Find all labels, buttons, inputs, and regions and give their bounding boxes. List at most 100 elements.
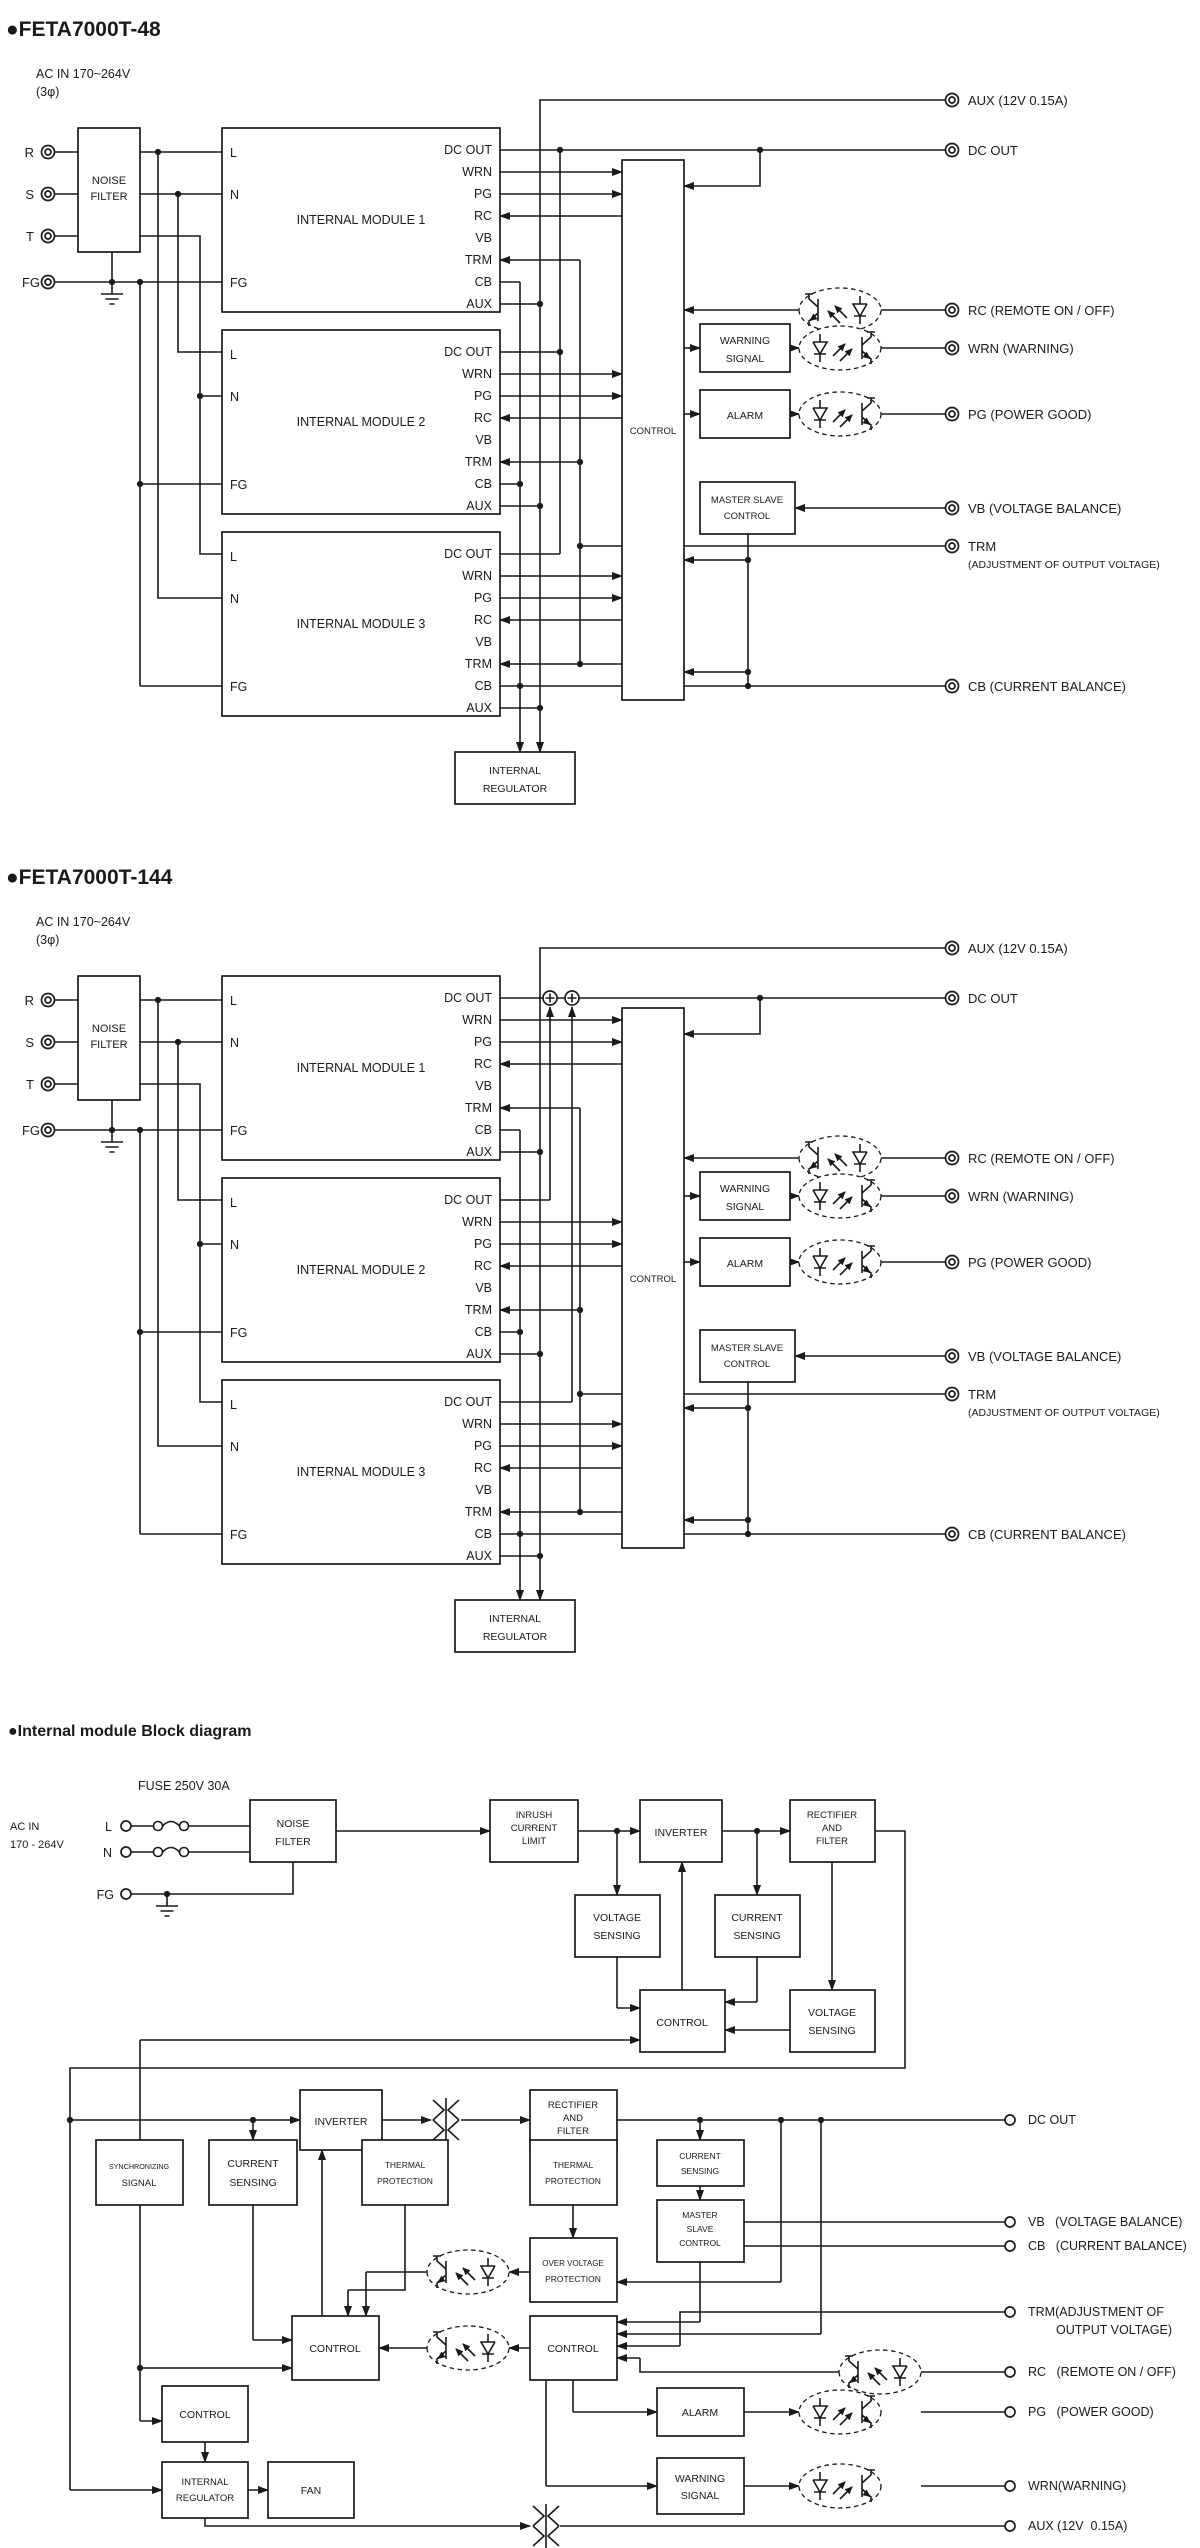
m2-pin-l: L — [230, 1196, 237, 1210]
s3-optocoupler-wrn — [799, 2464, 881, 2508]
noise-filter-box — [77, 127, 141, 253]
s3-pin-l: L — [105, 1820, 112, 1834]
m3-label: INTERNAL MODULE 3 — [297, 617, 426, 631]
control-label: CONTROL — [630, 1274, 676, 1285]
terminal-trm-label: TRM — [968, 1387, 996, 1402]
over-voltage-protection-box — [529, 2237, 618, 2303]
inrush-current-limit-box — [489, 1799, 579, 1863]
terminal-wrn-label: WRN (WARNING) — [968, 341, 1074, 356]
m2-pin-n: N — [230, 390, 239, 404]
section-title: ●FETA7000T-48 — [6, 18, 161, 41]
fan-label: FAN — [301, 2485, 321, 2497]
synchronizing-signal-box — [95, 2139, 184, 2206]
s3-arrow-wiring — [70, 1827, 836, 2530]
rf1-label1: RECTIFIER — [807, 1810, 857, 1821]
warning-signal-box — [699, 1171, 791, 1221]
master-slave-control-box — [699, 1329, 796, 1383]
s3-terminal-pg — [1004, 2406, 1016, 2418]
m3-pin-dcout: DC OUT — [444, 1395, 492, 1409]
regulator-label2: REGULATOR — [483, 1631, 548, 1643]
m3-label: INTERNAL MODULE 3 — [297, 1465, 426, 1479]
terminal-s-label: S — [25, 1035, 34, 1050]
ovp-label1: OVER VOLTAGE — [542, 2259, 604, 2268]
s3-reg-label2: REGULATOR — [176, 2493, 234, 2504]
terminal-aux — [944, 940, 960, 956]
m3-pin-fg: FG — [230, 1528, 247, 1542]
transformer-icon — [432, 2097, 460, 2143]
alarm-label: ALARM — [727, 1258, 763, 1270]
terminal-wrn-label: WRN (WARNING) — [968, 1189, 1074, 1204]
regulator-label1: INTERNAL — [489, 765, 541, 777]
m1-pin-n: N — [230, 1036, 239, 1050]
m1-pin-dcout: DC OUT — [444, 143, 492, 157]
terminal-fg-label: FG — [22, 275, 40, 290]
m1-pin-aux: AUX — [466, 1145, 492, 1159]
s3-terminal-vb — [1004, 2216, 1016, 2228]
terminal-wrn — [944, 340, 960, 356]
s3-t-vb-label: VB (VOLTAGE BALANCE) — [1028, 2215, 1182, 2229]
m2-pin-aux: AUX — [466, 1347, 492, 1361]
m1-pin-cb: CB — [475, 1123, 492, 1137]
rf1-label2: AND — [822, 1823, 842, 1834]
s3-optocoupler-pg — [799, 2390, 881, 2434]
control1-label: CONTROL — [656, 2017, 707, 2029]
m2-pin-wrn: WRN — [462, 367, 492, 381]
optocoupler-pg — [799, 1240, 881, 1284]
m2-pin-vb: VB — [475, 433, 492, 447]
m3-pin-trm: TRM — [465, 1505, 492, 1519]
noise-filter-label2: FILTER — [90, 191, 127, 203]
warning-signal-label2: SIGNAL — [726, 1201, 765, 1213]
s3-noise-filter-box — [249, 1799, 337, 1863]
internal-module-1: L N FG INTERNAL MODULE 1 DC OUT WRN PG R… — [221, 975, 501, 1161]
m2-pin-l: L — [230, 348, 237, 362]
m1-pin-pg: PG — [474, 1035, 492, 1049]
inrush-label3: LIMIT — [522, 1836, 546, 1847]
m3-pin-cb: CB — [475, 1527, 492, 1541]
s3-alarm-box — [656, 2387, 745, 2437]
cs3-label1: CURRENT — [679, 2151, 721, 2161]
control2-box — [291, 2315, 380, 2381]
optocoupler-link — [427, 2326, 509, 2370]
s3-alarm-label: ALARM — [682, 2407, 718, 2419]
cs1-label2: SENSING — [733, 1930, 780, 1942]
terminal-vb-label: VB (VOLTAGE BALANCE) — [968, 1349, 1121, 1364]
m1-pin-l: L — [230, 146, 237, 160]
terminal-r-label: R — [25, 993, 34, 1008]
warning-signal-label1: WARNING — [720, 1183, 770, 1195]
s3-optocoupler-rc — [839, 2350, 921, 2394]
vs1-label1: VOLTAGE — [593, 1912, 641, 1924]
s1-bus-wiring — [500, 99, 945, 712]
m1-label: INTERNAL MODULE 1 — [297, 1061, 426, 1075]
m2-label: INTERNAL MODULE 2 — [297, 415, 426, 429]
s1-input-wiring — [55, 148, 222, 687]
optocoupler-ovp — [427, 2250, 509, 2294]
m2-pin-dcout: DC OUT — [444, 1193, 492, 1207]
regulator-label1: INTERNAL — [489, 1613, 541, 1625]
s1-diagram: ●FETA7000T-48 AC IN 170~264V (3φ) R S T … — [6, 18, 1160, 805]
m3-pin-fg: FG — [230, 680, 247, 694]
m1-pin-l: L — [230, 994, 237, 1008]
vs2-label1: VOLTAGE — [808, 2007, 856, 2019]
optocoupler-rc — [799, 288, 881, 332]
terminal-wrn — [944, 1188, 960, 1204]
m1-pin-n: N — [230, 188, 239, 202]
terminal-t-label: T — [26, 1077, 34, 1092]
m1-pin-aux: AUX — [466, 297, 492, 311]
fuse-icon — [152, 1820, 190, 1832]
terminal-aux-label: AUX (12V 0.15A) — [968, 941, 1068, 956]
s3-title: ●Internal module Block diagram — [8, 1723, 252, 1740]
s3-ac-label1: AC IN — [10, 1821, 39, 1833]
s3-diagram: ●Internal module Block diagram FUSE 250V… — [8, 1723, 1187, 2548]
internal-regulator-box — [454, 751, 576, 805]
m2-pin-trm: TRM — [465, 1303, 492, 1317]
s3-terminal-dcout — [1004, 2114, 1016, 2126]
m2-pin-rc: RC — [474, 411, 492, 425]
optocoupler-wrn — [799, 1174, 881, 1218]
s2-ac-in-label: AC IN 170~264V — [36, 915, 131, 929]
terminal-r — [40, 144, 56, 160]
s3-pin-fg: FG — [97, 1888, 114, 1902]
m2-pin-pg: PG — [474, 1237, 492, 1251]
m3-pin-trm: TRM — [465, 657, 492, 671]
noise-filter-label2: FILTER — [90, 1039, 127, 1051]
rf1-label3: FILTER — [816, 1836, 848, 1847]
